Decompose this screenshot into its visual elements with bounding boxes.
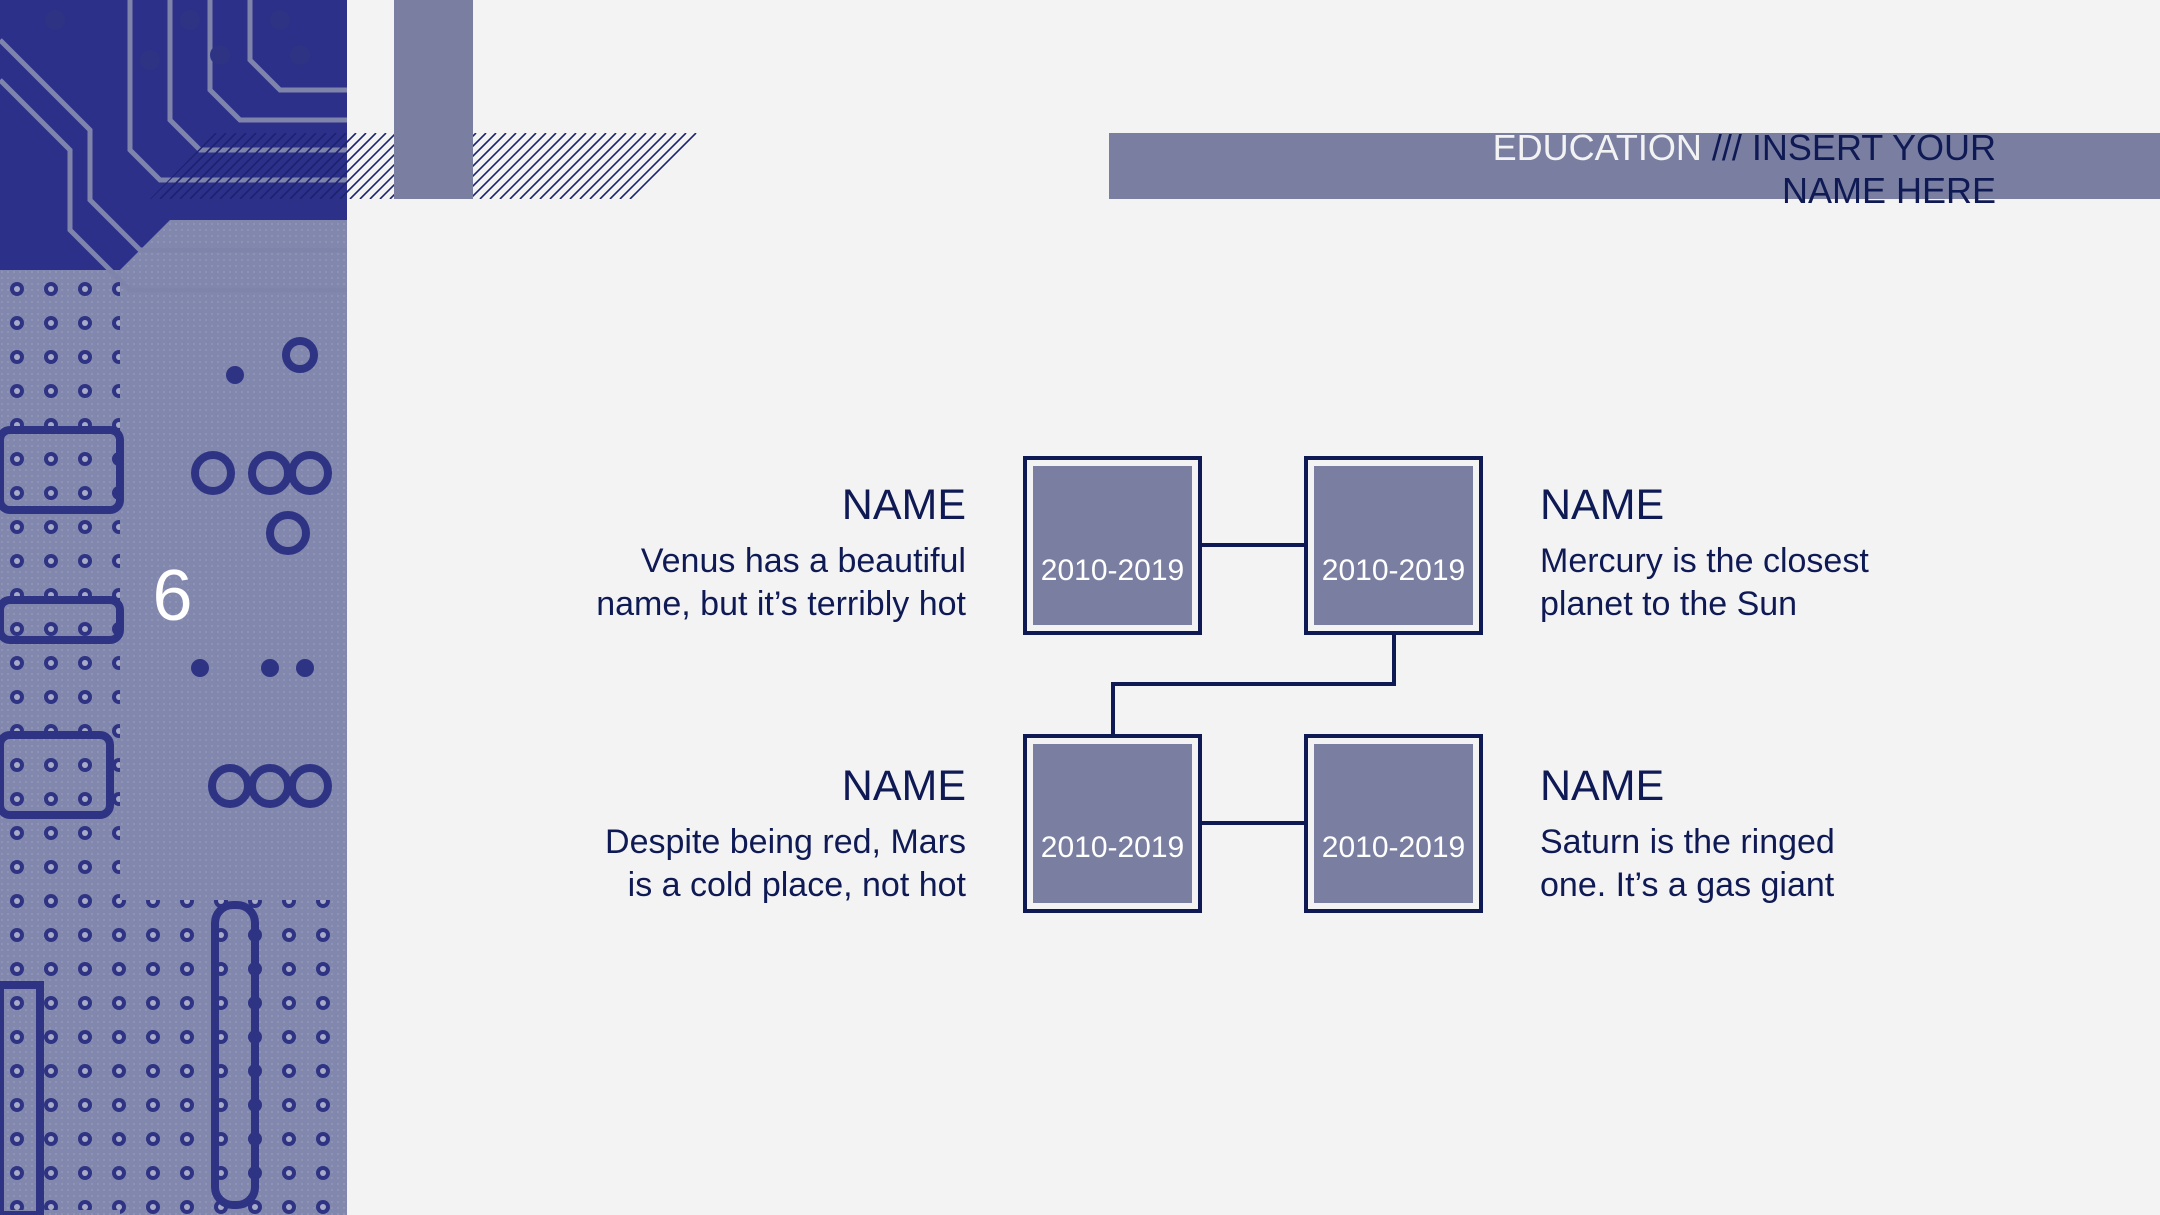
- entry-description-top-right: Mercury is the closest planet to the Sun: [1540, 542, 1869, 623]
- timeline-box: 2010-2019: [1023, 734, 1202, 913]
- entry-name-bottom-left: NAME: [841, 762, 966, 810]
- timeline-box: 2010-2019: [1023, 456, 1202, 635]
- timeline-box-date: 2010-2019: [1041, 831, 1184, 864]
- circuit-board-image: [0, 0, 347, 1215]
- entry-description-bottom-right: Saturn is the ringed one. It’s a gas gia…: [1540, 823, 1835, 904]
- vertical-accent-bar: [394, 0, 473, 199]
- entry-name-top-left: NAME: [841, 481, 966, 529]
- header-title-education: EDUCATION: [1492, 127, 1712, 168]
- connector-middle: [1111, 632, 1396, 737]
- timeline-box-date: 2010-2019: [1041, 554, 1184, 587]
- entry-name-top-right: NAME: [1540, 481, 1665, 529]
- entry-description-top-left: Venus has a beautiful name, but it’s ter…: [596, 542, 966, 623]
- header-title-name: /// INSERT YOUR NAME HERE: [1711, 127, 1996, 211]
- entry-name-bottom-right: NAME: [1540, 762, 1665, 810]
- timeline-box-date: 2010-2019: [1322, 554, 1465, 587]
- timeline-box: 2010-2019: [1304, 734, 1483, 913]
- header-bar: [1109, 133, 2160, 199]
- timeline-box: 2010-2019: [1304, 456, 1483, 635]
- entry-description-bottom-left: Despite being red, Mars is a cold place,…: [605, 823, 966, 904]
- decorative-stripes: [150, 0, 702, 199]
- header-title: EDUCATION /// INSERT YOUR NAME HERE: [1396, 126, 1996, 212]
- timeline-box-date: 2010-2019: [1322, 831, 1465, 864]
- slide-number: 6: [152, 556, 193, 636]
